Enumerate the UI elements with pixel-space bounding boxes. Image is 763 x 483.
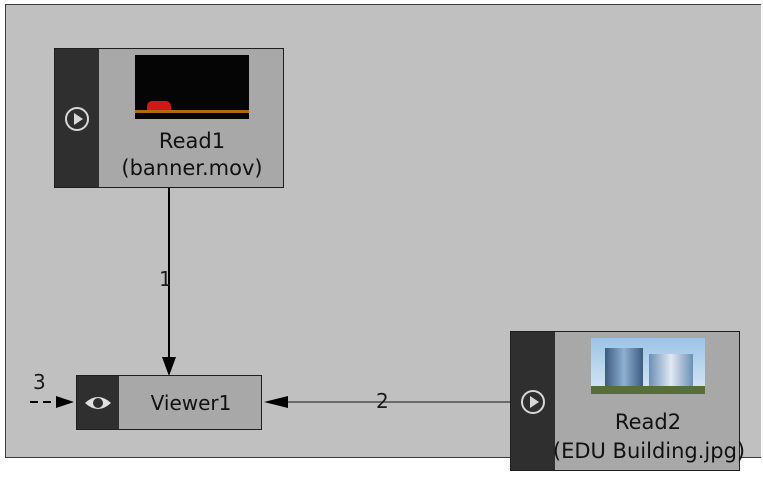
read1-thumbnail xyxy=(135,55,249,119)
read1-side-strip xyxy=(55,49,99,187)
viewer1-node[interactable]: Viewer1 xyxy=(76,375,262,430)
viewer1-title: Viewer1 xyxy=(150,391,232,415)
edge-label-input3: 3 xyxy=(33,370,46,394)
edge-label-input2: 2 xyxy=(376,389,389,413)
eye-icon[interactable] xyxy=(83,393,113,413)
read2-node[interactable]: Read2 (EDU Building.jpg) xyxy=(510,331,745,471)
building-shape xyxy=(605,348,643,388)
read1-title: Read1 xyxy=(158,129,226,153)
read2-side-strip xyxy=(511,332,555,470)
read1-node[interactable]: Read1 (banner.mov) xyxy=(54,48,284,188)
banner-logo xyxy=(147,101,171,110)
building-shape-2 xyxy=(649,354,693,388)
viewer1-side-strip xyxy=(77,376,119,429)
banner-stripe xyxy=(135,110,249,113)
read2-title: Read2 xyxy=(614,410,682,434)
edge-label-input1: 1 xyxy=(159,267,172,291)
read1-filename: (banner.mov) xyxy=(121,156,263,180)
play-icon[interactable] xyxy=(65,107,89,131)
read2-filename: (EDU Building.jpg) xyxy=(552,439,746,463)
ground xyxy=(591,386,705,394)
play-icon[interactable] xyxy=(521,390,545,414)
read2-thumbnail xyxy=(591,338,705,394)
